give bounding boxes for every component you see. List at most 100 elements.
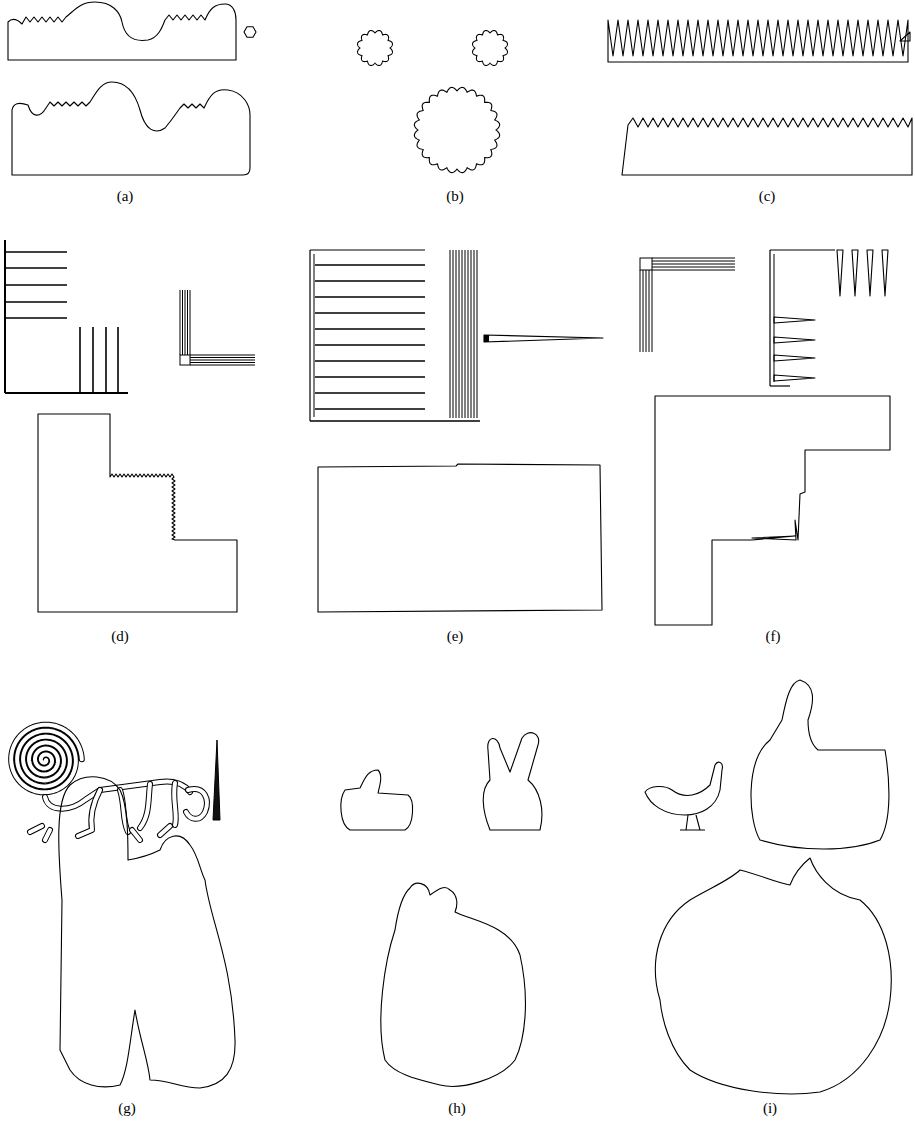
spike-tooth	[837, 250, 843, 296]
spike-tooth	[852, 250, 858, 296]
comb-tooth	[190, 362, 255, 363]
comb-tooth	[462, 250, 463, 418]
comb-tooth	[315, 408, 425, 410]
comb-tooth	[652, 267, 735, 268]
corner-square	[640, 258, 652, 270]
comb-frame	[770, 385, 790, 386]
comb-tooth	[185, 290, 186, 355]
gear-shape	[473, 31, 508, 66]
comb-tooth	[649, 270, 650, 352]
comb-tooth	[5, 251, 67, 253]
comb-tooth	[468, 250, 469, 418]
spike-tooth	[774, 355, 815, 361]
panel-label: (d)	[111, 628, 129, 645]
spiral-tail-inner	[11, 725, 82, 793]
result-shape	[12, 82, 250, 175]
piece-shape	[244, 27, 256, 37]
comb-frame	[310, 249, 425, 250]
comb-tooth	[456, 250, 457, 418]
monkey-leg	[78, 790, 100, 836]
result-shape	[381, 883, 526, 1086]
comb-tooth	[187, 290, 188, 355]
comb-tooth	[315, 344, 425, 346]
panel-label: (b)	[446, 188, 464, 205]
comb-tooth	[474, 250, 475, 418]
comb-tooth	[646, 270, 647, 352]
spike-tooth	[774, 337, 815, 343]
comb-tooth	[315, 376, 425, 378]
monkey-head-inner	[186, 789, 207, 819]
comb-tooth	[190, 357, 255, 358]
comb-tooth	[315, 312, 425, 314]
comb-frame	[314, 254, 315, 417]
monkey-arm-inner	[140, 784, 150, 828]
comb-tooth	[182, 290, 183, 355]
monkey-body	[45, 782, 190, 809]
comb-tooth	[79, 327, 81, 393]
comb-tooth	[190, 355, 255, 356]
piece-fill	[484, 335, 489, 342]
piece-shape	[213, 740, 220, 820]
comb-tooth	[5, 284, 67, 286]
panel-label: (e)	[447, 628, 464, 645]
monkey-head	[186, 789, 207, 819]
result-shape	[622, 118, 912, 175]
comb-tooth	[652, 270, 653, 352]
comb-tooth	[315, 392, 425, 394]
spiral-tail	[11, 725, 82, 793]
spike-tooth	[882, 250, 888, 296]
comb-tooth	[459, 250, 460, 418]
comb-frame	[310, 420, 480, 422]
comb-tooth	[5, 317, 67, 319]
comb-tooth	[315, 360, 425, 362]
comb-tooth	[180, 290, 181, 355]
panel-label: (g)	[118, 1100, 136, 1117]
monkey-hands	[30, 826, 170, 840]
comb-tooth	[190, 290, 191, 355]
source-shape	[8, 2, 236, 60]
comb-tooth	[315, 296, 425, 298]
bird-legs	[680, 815, 705, 830]
comb-tooth	[315, 264, 425, 266]
monkey-body-inner	[45, 782, 190, 809]
spike-tooth	[774, 317, 815, 323]
comb-tooth	[652, 270, 735, 271]
piece-shape	[484, 335, 603, 342]
comb-tooth	[92, 327, 94, 393]
comb-tooth	[640, 270, 641, 352]
result-shape	[318, 464, 602, 612]
comb-tooth	[190, 360, 255, 361]
comb-tooth	[315, 280, 425, 282]
result-shape	[655, 858, 891, 1094]
panel-label: (c)	[759, 188, 776, 205]
comb-tooth	[315, 328, 425, 330]
comb-tooth	[477, 250, 478, 418]
comb-frame	[769, 250, 770, 386]
hand-shape	[483, 733, 542, 830]
comb-frame	[5, 392, 128, 394]
spike-tooth	[867, 250, 873, 296]
comb-frame	[309, 250, 310, 421]
comb-tooth	[117, 327, 119, 393]
comb-tooth	[450, 250, 451, 418]
result-shape	[38, 414, 237, 612]
comb-frame	[770, 249, 835, 250]
panel-label: (h)	[448, 1100, 466, 1117]
source-shape	[608, 20, 908, 62]
result-shape	[59, 777, 235, 1088]
corner-square	[180, 355, 190, 365]
comb-frame	[4, 240, 6, 393]
bird-shape	[645, 762, 722, 815]
comb-tooth	[652, 264, 735, 265]
monkey-hands-inner	[30, 826, 170, 840]
spike-tooth	[774, 375, 815, 381]
panel-label: (i)	[763, 1100, 777, 1117]
monkey-arm	[174, 783, 176, 825]
hand-shape	[341, 770, 413, 830]
comb-tooth	[105, 327, 107, 393]
hand-shape	[751, 680, 889, 849]
panel-label: (f)	[766, 628, 781, 645]
comb-tooth	[190, 365, 255, 366]
monkey-arm-inner	[174, 783, 176, 825]
